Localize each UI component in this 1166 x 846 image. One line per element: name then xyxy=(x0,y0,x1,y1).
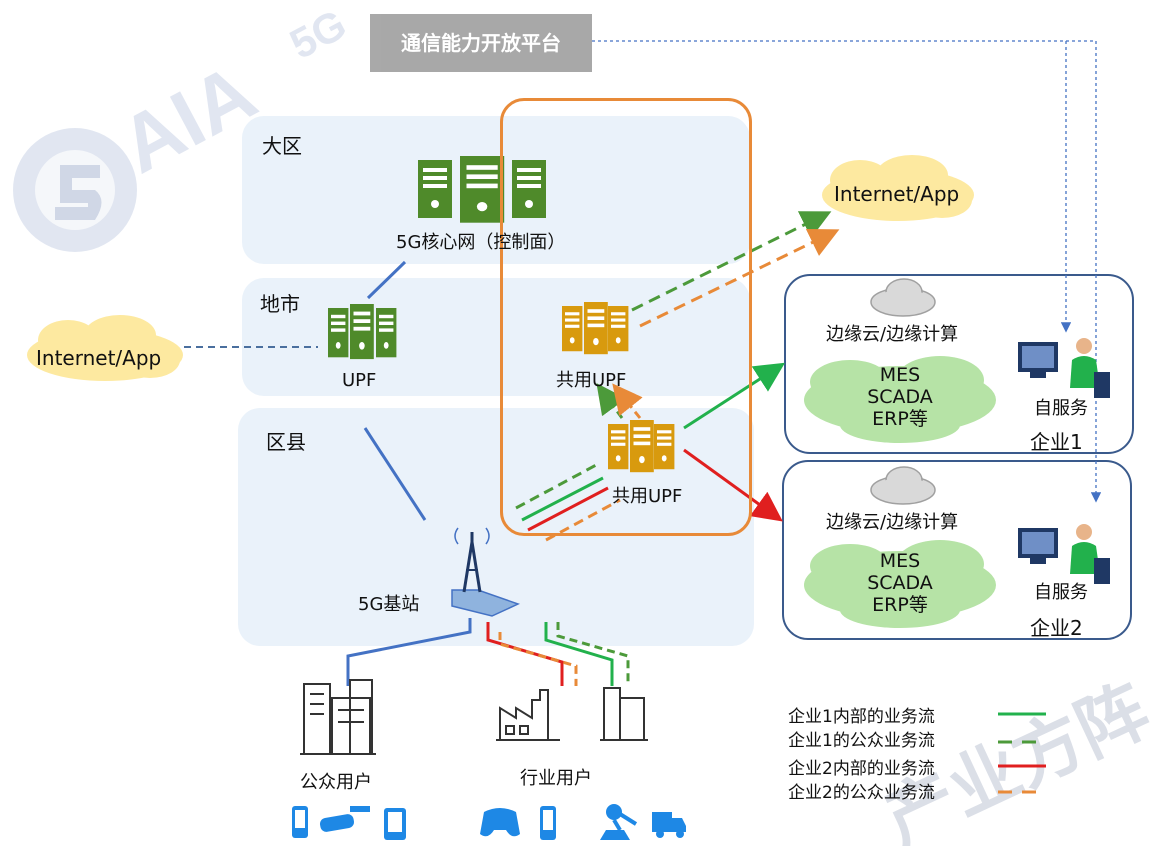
robot-arm-icon xyxy=(600,804,638,840)
public-buildings-icon xyxy=(300,679,376,755)
city-upf-server-icon xyxy=(328,304,397,360)
enterprise-2-name: 企业2 xyxy=(1030,616,1083,640)
shared-upf-bottom-label: 共用UPF xyxy=(612,486,683,507)
public-users-label: 公众用户 xyxy=(300,772,372,793)
legend-label-e1-public: 企业1的公众业务流 xyxy=(788,731,935,751)
svg-text:5G: 5G xyxy=(282,0,354,68)
operator-workstation-2-icon xyxy=(1018,524,1110,584)
zone-city-label: 地市 xyxy=(260,292,300,316)
enterprise-1-app-erp: ERP等 xyxy=(872,408,928,430)
shared-upf-top-label: 共用UPF xyxy=(556,370,627,391)
internet-left-label: Internet/App xyxy=(36,346,162,370)
enterprise-2-self-service-label: 自服务 xyxy=(1034,582,1088,603)
enterprise-2-edge-label: 边缘云/边缘计算 xyxy=(826,512,959,533)
factory-icon xyxy=(496,689,560,741)
edge-cloud-2-icon xyxy=(870,466,936,505)
watermark-5gaia-logo: AIA 5G xyxy=(13,0,354,252)
enterprise-2-app-mes: MES xyxy=(879,550,921,572)
gamepad-icon xyxy=(480,808,520,837)
operator-workstation-1-icon xyxy=(1018,338,1110,398)
tablet-icon xyxy=(384,808,406,840)
legend-label-e2-public: 企业2的公众业务流 xyxy=(788,783,935,803)
core-network-label: 5G核心网（控制面） xyxy=(396,232,566,253)
enterprise-1-apps: MES SCADA ERP等 xyxy=(840,364,960,430)
internet-right-label: Internet/App xyxy=(834,182,960,206)
enterprise-2-app-scada: SCADA xyxy=(867,572,933,594)
app-cloud-2-icon xyxy=(804,540,996,628)
truck-icon xyxy=(652,812,686,838)
capability-platform: 通信能力开放平台 xyxy=(370,14,592,72)
internet-cloud-right-icon xyxy=(822,155,974,221)
enterprise-1-app-scada: SCADA xyxy=(867,386,933,408)
app-cloud-1-icon xyxy=(804,356,996,443)
internet-cloud-left-icon xyxy=(27,315,183,381)
camera-icon xyxy=(319,806,370,832)
city-upf-label: UPF xyxy=(342,370,377,391)
base-station-label: 5G基站 xyxy=(358,594,420,615)
phone-icon-2 xyxy=(540,806,556,840)
zone-region-label: 大区 xyxy=(262,134,302,158)
edge-cloud-1-icon xyxy=(870,278,936,317)
enterprise-1-self-service-label: 自服务 xyxy=(1034,398,1088,419)
enterprise-1-name: 企业1 xyxy=(1030,430,1083,454)
phone-icon xyxy=(292,806,308,838)
enterprise-2-apps: MES SCADA ERP等 xyxy=(840,550,960,616)
base-station-icon xyxy=(451,527,520,617)
legend-label-e1-internal: 企业1内部的业务流 xyxy=(788,707,935,727)
enterprise-1-edge-label: 边缘云/边缘计算 xyxy=(826,324,959,345)
legend-label-e2-internal: 企业2内部的业务流 xyxy=(788,759,935,779)
shared-upf-group-box xyxy=(500,98,752,536)
industry-users-label: 行业用户 xyxy=(520,768,592,789)
enterprise-1-app-mes: MES xyxy=(879,364,921,386)
zone-county-label: 区县 xyxy=(266,430,306,454)
platform-label: 通信能力开放平台 xyxy=(401,31,561,55)
enterprise-2-app-erp: ERP等 xyxy=(872,594,928,616)
industry-building-icon xyxy=(600,687,648,741)
zone-city xyxy=(242,278,750,396)
